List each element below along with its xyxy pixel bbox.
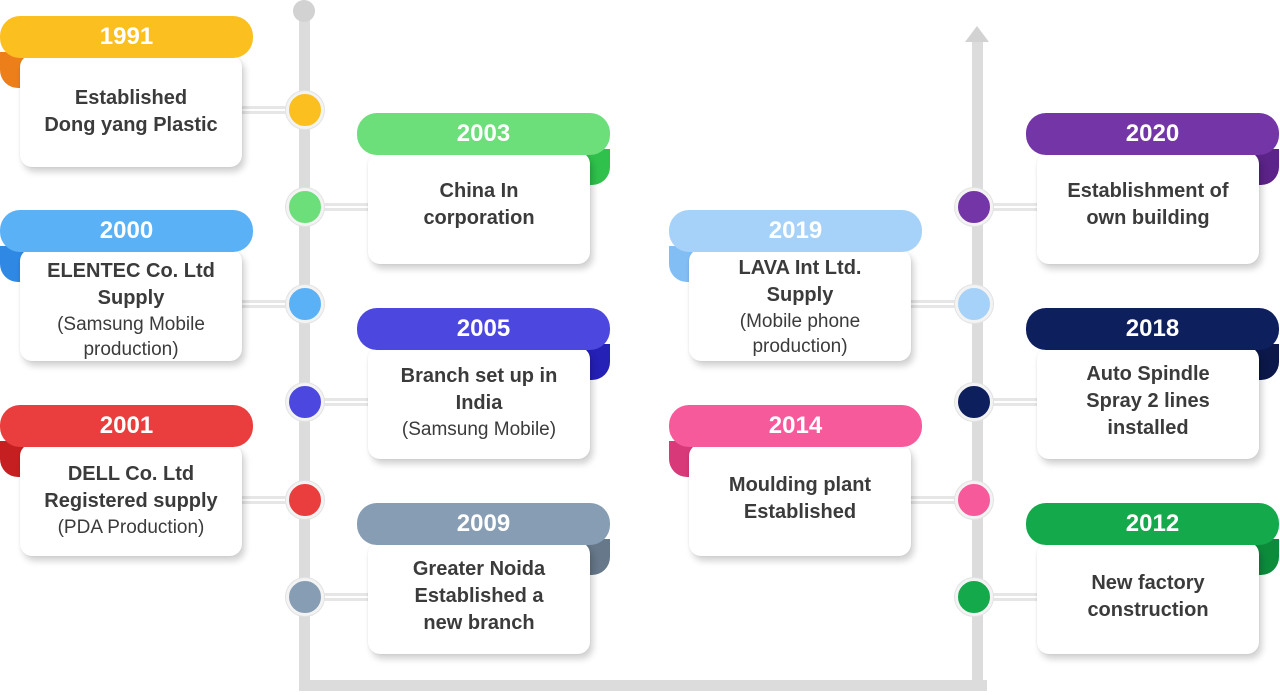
timeline-axis-right [972,40,983,691]
event-card [20,249,242,361]
connector-line [989,593,1039,601]
event-card [689,249,911,361]
year-banner: 1991 [0,16,253,58]
timeline-node [286,188,324,226]
connector-line [911,300,959,308]
year-banner: 2003 [357,113,610,155]
connector-line [989,203,1039,211]
timeline-node [955,188,993,226]
timeline-arrow-head [965,26,989,42]
timeline-node [955,285,993,323]
year-banner: 2000 [0,210,253,252]
timeline-node [286,91,324,129]
timeline-axis-bottom [299,680,987,691]
event-card [1037,542,1259,654]
event-card [1037,152,1259,264]
event-card [20,444,242,556]
timeline-node [286,285,324,323]
connector-line [242,106,290,114]
event-card [20,55,242,167]
year-banner: 2018 [1026,308,1279,350]
connector-line [320,593,370,601]
timeline-node [955,578,993,616]
year-banner: 2014 [669,405,922,447]
event-detail: (Samsung Mobile) [401,419,557,440]
event-card [368,152,590,264]
year-banner: 2019 [669,210,922,252]
event-detail: (PDA Production) [57,517,205,538]
connector-line [242,300,290,308]
timeline-node [955,481,993,519]
event-title: LAVA Int Ltd.Supply [738,257,862,306]
timeline-node [286,383,324,421]
timeline-node [286,481,324,519]
event-card [368,542,590,654]
event-card [689,444,911,556]
timeline-node [286,578,324,616]
event-card [368,347,590,459]
connector-line [911,496,959,504]
timeline-node [955,383,993,421]
connector-line [320,398,370,406]
year-banner: 2012 [1026,503,1279,545]
timeline-axis-left [299,10,310,691]
connector-line [242,496,290,504]
connector-line [320,203,370,211]
timeline-start-dot [293,0,315,22]
year-banner: 2005 [357,308,610,350]
year-banner: 2001 [0,405,253,447]
year-banner: 2009 [357,503,610,545]
event-card [1037,347,1259,459]
year-banner: 2020 [1026,113,1279,155]
connector-line [989,398,1039,406]
